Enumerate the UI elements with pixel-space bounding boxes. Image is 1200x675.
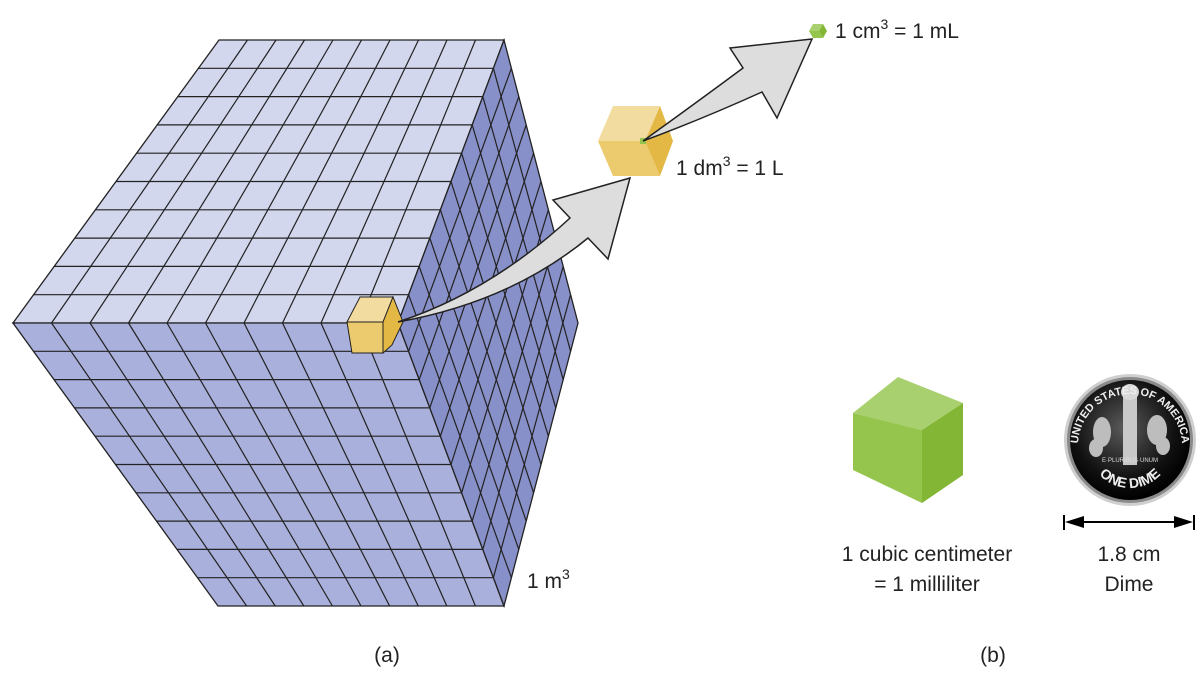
top-face-grid-line (281, 39, 420, 324)
right-face-grid-line (492, 68, 572, 352)
panel-b-caption: (b) (980, 644, 1006, 667)
zoom-arrow-to-centimeter (642, 38, 814, 142)
torch-icon (1123, 395, 1137, 465)
right-face-grid-line (482, 266, 564, 550)
right-face-grid-line (461, 153, 549, 437)
cube-top-face (11, 39, 505, 324)
front-face-grid-line (281, 322, 419, 607)
top-face-grid-line (358, 39, 477, 324)
right-face-outline (397, 37, 579, 609)
m-volume-label: 1 m3 (527, 566, 570, 593)
front-face-grid-line (320, 322, 448, 607)
panel-a-caption: (a) (374, 644, 400, 667)
dime-coin: UNITED STATES OF AMERICA E·PLURIBUS·UNUM… (1064, 374, 1196, 506)
right-face-grid-line (492, 294, 572, 578)
dime-diameter-measure (1063, 515, 1195, 530)
top-face-grid-line (243, 39, 391, 324)
coin-motto: E·PLURIBUS·UNUM (1102, 458, 1158, 464)
olive-branch-icon (1089, 417, 1111, 457)
right-face-grid-line (482, 96, 564, 380)
centimeter-cube-small (809, 24, 827, 38)
cubic-meter-cube (11, 37, 579, 609)
green-cubic-centimeter (853, 377, 963, 503)
oak-branch-icon (1147, 415, 1170, 455)
cube-label-line2: = 1 milliliter (874, 573, 980, 596)
front-face-grid-line (358, 322, 476, 607)
dime-measure-label: 1.8 cm (1097, 543, 1160, 566)
dm-volume-label: 1 dm3 = 1 L (676, 153, 784, 180)
highlighted-decimeter-cube (346, 295, 404, 355)
cube-label-line1: 1 cubic centimeter (842, 543, 1012, 566)
zoom-arrow-to-decimeter (397, 176, 632, 323)
decimeter-cube (598, 106, 673, 176)
dime-label: Dime (1104, 573, 1153, 596)
front-face-grid-line (243, 322, 391, 607)
cube-front-face (11, 322, 505, 607)
top-face-grid-line (320, 39, 448, 324)
cm-volume-label: 1 cm3 = 1 mL (835, 16, 959, 43)
right-face-grid-line (450, 181, 542, 465)
right-face-grid-line (471, 237, 557, 522)
